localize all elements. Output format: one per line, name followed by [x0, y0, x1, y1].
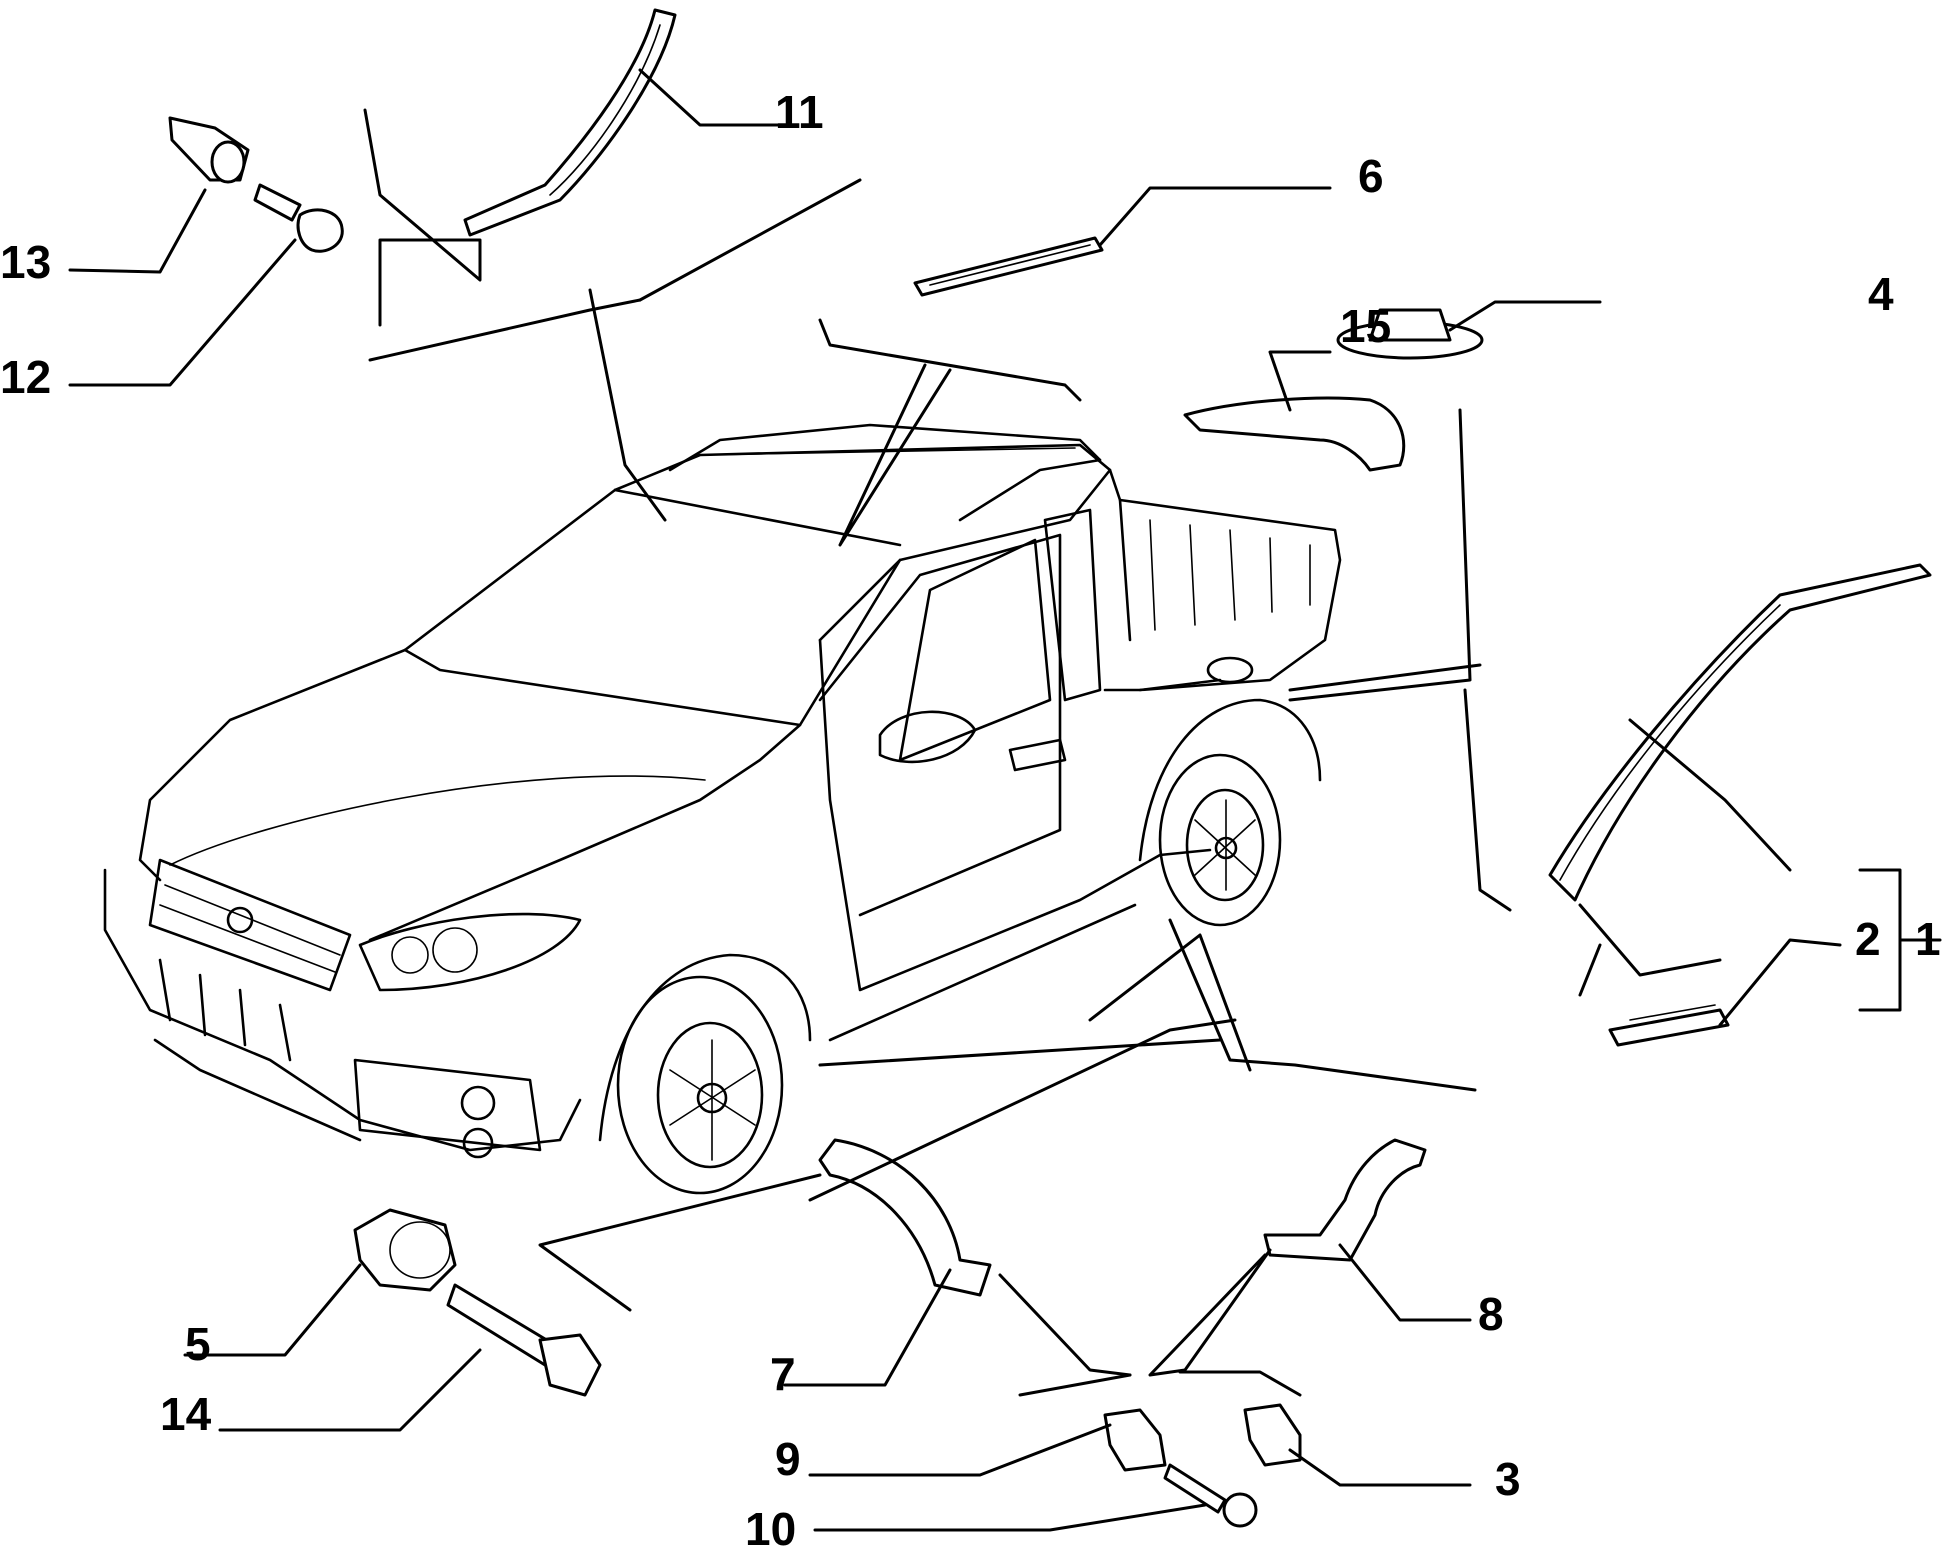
callout-12: 12	[0, 351, 51, 403]
part-2-clip	[1608, 1004, 1730, 1047]
callout-1: 1	[1915, 913, 1941, 965]
part-6-seal	[913, 236, 1104, 297]
part-7-wheel-arch-liner	[818, 1138, 992, 1297]
part-14-screw	[446, 1283, 602, 1397]
part-5-cap	[353, 1208, 457, 1292]
callout-2: 2	[1855, 913, 1881, 965]
callout-15: 15	[1340, 300, 1391, 352]
callout-9: 9	[775, 1433, 801, 1485]
part-10-screw	[1163, 1463, 1258, 1528]
part-3-clip	[1243, 1403, 1302, 1467]
leader-lines	[68, 68, 1942, 1532]
part-15-trim	[1183, 396, 1406, 472]
callout-14: 14	[160, 1388, 212, 1440]
callout-6: 6	[1358, 150, 1384, 202]
part-9-clip	[1103, 1408, 1167, 1472]
callout-5: 5	[185, 1318, 211, 1370]
callout-4: 4	[1868, 268, 1894, 320]
callout-13: 13	[0, 236, 51, 288]
part-1-seal	[1548, 563, 1932, 902]
callout-3: 3	[1495, 1453, 1521, 1505]
callout-labels: 11 13 12 6 15 4 2 1 8 7 5 14 9 10 3	[0, 86, 1941, 1548]
callout-8: 8	[1478, 1288, 1504, 1340]
callout-10: 10	[745, 1503, 796, 1548]
callout-7: 7	[770, 1348, 796, 1400]
part-13-anchor	[168, 116, 250, 184]
part-4-nut	[1336, 308, 1484, 360]
part-8-wheel-arch-liner	[1263, 1138, 1427, 1262]
part-12-bolt	[253, 183, 344, 253]
pickup-truck-drawing	[103, 423, 1342, 1195]
part-11-strip	[463, 8, 677, 237]
callout-11: 11	[775, 86, 824, 138]
